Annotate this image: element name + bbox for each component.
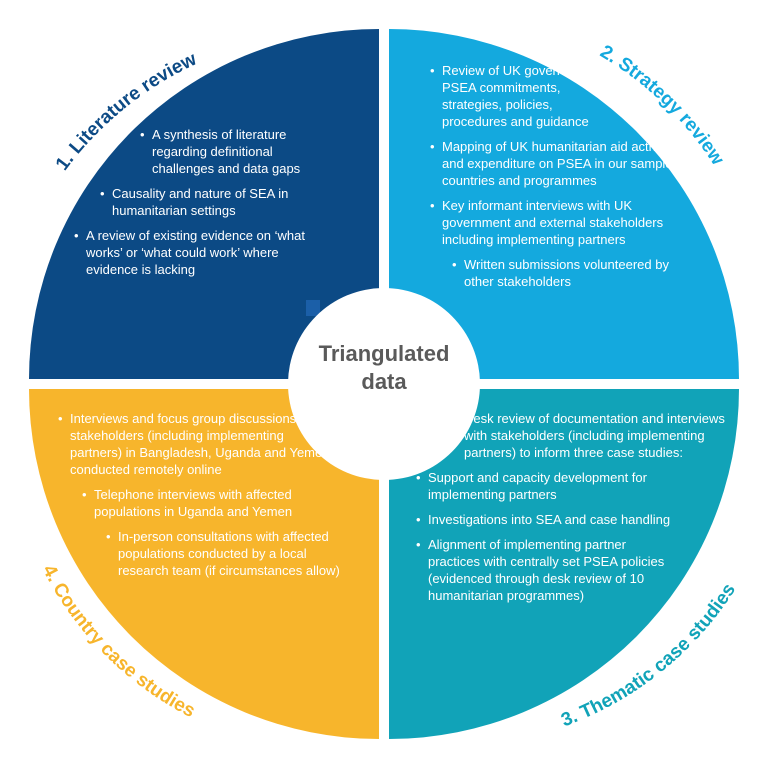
strategy-item: Key informant interviews with UK governm… xyxy=(428,197,692,248)
literature-text: A synthesis of literature regarding defi… xyxy=(72,126,324,286)
thematic-item: Alignment of implementing partner practi… xyxy=(414,536,666,604)
center-label-line2: data xyxy=(361,369,407,394)
strategy-text: Review of UK government PSEA commitments… xyxy=(428,62,704,298)
country-item: In-person consultations with affected po… xyxy=(104,528,358,579)
thematic-item: Investigations into SEA and case handlin… xyxy=(414,511,728,528)
center-accent-mark xyxy=(306,300,320,316)
country-item: Interviews and focus group discussions w… xyxy=(56,410,335,478)
center-circle xyxy=(288,288,480,480)
literature-item: Causality and nature of SEA in humanitar… xyxy=(98,185,324,219)
center-label-line1: Triangulated xyxy=(318,341,450,366)
country-item: Telephone interviews with affected popul… xyxy=(80,486,344,520)
strategy-item: Mapping of UK humanitarian aid activitie… xyxy=(428,138,704,189)
thematic-intro: Desk review of documentation and intervi… xyxy=(464,411,725,460)
strategy-item: Review of UK government PSEA commitments… xyxy=(428,62,610,130)
thematic-item: Support and capacity development for imp… xyxy=(414,469,678,503)
literature-item: A review of existing evidence on ‘what w… xyxy=(72,227,324,278)
thematic-text: Desk review of documentation and intervi… xyxy=(414,410,728,612)
strategy-item: Written submissions volunteered by other… xyxy=(450,256,694,290)
literature-item: A synthesis of literature regarding defi… xyxy=(138,126,324,177)
country-text: Interviews and focus group discussions w… xyxy=(56,410,356,587)
center-label: Triangulated data xyxy=(290,340,478,396)
